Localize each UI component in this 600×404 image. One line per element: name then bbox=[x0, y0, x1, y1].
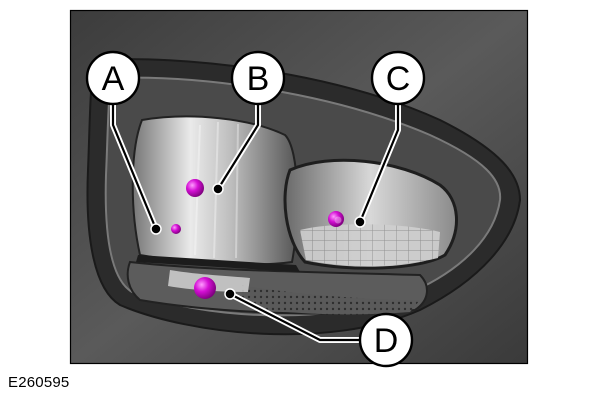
figure-reference-id: E260595 bbox=[8, 374, 70, 391]
callout-label-a: A bbox=[102, 60, 125, 98]
callout-c: C bbox=[370, 50, 426, 106]
leader-dot-c bbox=[354, 216, 366, 228]
leader-dot-b bbox=[212, 183, 224, 195]
bulb-marker-a bbox=[171, 224, 181, 234]
leader-dot-d bbox=[224, 288, 236, 300]
bulb-marker-b bbox=[186, 179, 204, 197]
callout-label-d: D bbox=[374, 322, 399, 360]
bulb-marker-c bbox=[328, 211, 344, 227]
leader-dot-a bbox=[150, 223, 162, 235]
callout-b: B bbox=[230, 50, 286, 106]
leader-line-d bbox=[228, 292, 374, 342]
callout-d: D bbox=[358, 312, 414, 368]
bulb-marker-d bbox=[194, 277, 216, 299]
callout-label-b: B bbox=[247, 60, 270, 98]
callout-label-c: C bbox=[386, 60, 411, 98]
callout-a: A bbox=[85, 50, 141, 106]
